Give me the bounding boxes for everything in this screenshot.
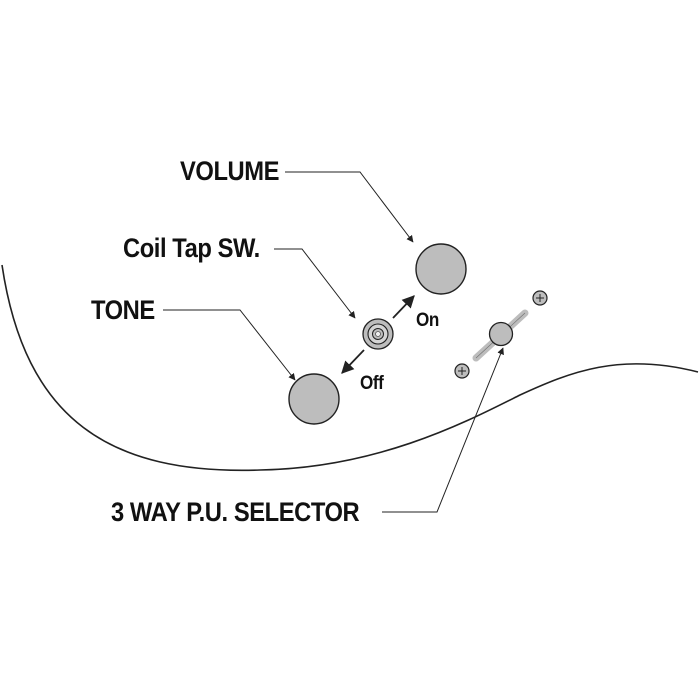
tone-leader	[163, 309, 296, 381]
body-outline	[1, 264, 699, 472]
selector-label: 3 WAY P.U. SELECTOR	[111, 497, 360, 527]
coil-tap-label: Coil Tap SW.	[123, 233, 260, 263]
selector-tip	[488, 321, 514, 347]
volume-label: VOLUME	[180, 156, 280, 186]
pickup-selector[interactable]	[472, 309, 529, 362]
off-arrow	[341, 349, 365, 374]
on-arrow	[392, 295, 415, 319]
tone-knob[interactable]	[288, 373, 340, 425]
selector-leader	[382, 347, 504, 513]
coil-tap-switch[interactable]	[362, 318, 394, 350]
volume-knob[interactable]	[415, 243, 467, 295]
coil-tap-leader	[274, 248, 356, 319]
screw-icon	[454, 363, 470, 379]
volume-leader	[285, 171, 414, 243]
off-label: Off	[360, 373, 384, 394]
screw-icon	[532, 290, 548, 306]
tone-label: TONE	[91, 295, 155, 325]
on-label: On	[416, 310, 439, 331]
